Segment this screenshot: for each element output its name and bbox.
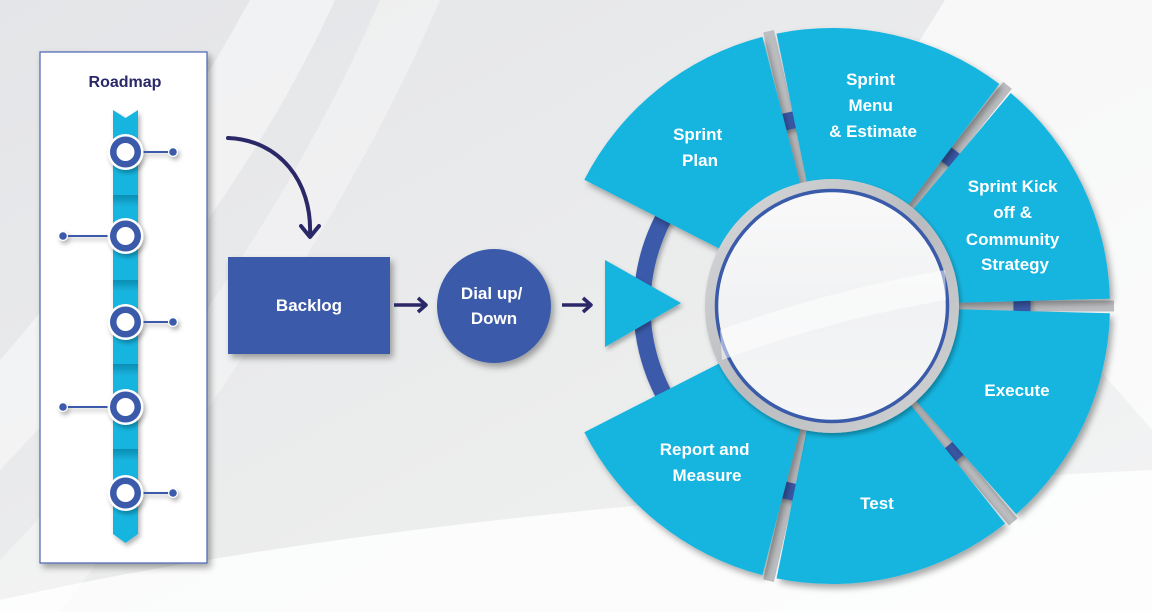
milestone-marker <box>107 475 178 511</box>
dial-label-line: Dial up/ <box>461 284 523 303</box>
dial-up-down-circle: Dial up/ Down <box>437 249 551 363</box>
ribbon-band <box>113 449 138 461</box>
dial-label-line: Down <box>471 309 517 328</box>
arrow-right-icon <box>394 296 428 314</box>
segment-shape <box>914 309 1110 515</box>
roadmap-title: Roadmap <box>89 74 162 91</box>
segment-label: Sprint Menu & Estimate <box>829 70 917 141</box>
segment-report-and-measure: Report and Measure <box>584 362 801 576</box>
segment-shape <box>911 93 1110 303</box>
milestone-marker <box>58 218 144 254</box>
milestone-dot-icon <box>59 232 67 240</box>
segment-sprint-menu-estimate: Sprint Menu & Estimate <box>776 28 1000 207</box>
milestone-dot-icon <box>169 318 177 326</box>
milestone-marker <box>58 389 144 425</box>
segment-execute: Execute <box>914 309 1110 515</box>
segment-label: Sprint Plan <box>673 125 727 170</box>
milestone-ring-icon <box>116 143 135 161</box>
milestone-marker <box>107 134 178 170</box>
curved-arrow-down-icon <box>226 136 321 239</box>
milestone-marker <box>107 304 178 340</box>
segment-label: Sprint Kick off & Community Strategy <box>966 177 1064 274</box>
segment-gap <box>763 29 811 193</box>
dial-label: Dial up/ Down <box>461 284 527 328</box>
milestone-ring-icon <box>116 484 135 502</box>
milestone-dot-icon <box>59 403 67 411</box>
roadmap-panel: Roadmap <box>39 51 208 564</box>
segment-label: Execute <box>984 381 1049 400</box>
ribbon-band <box>113 364 138 376</box>
milestone-ring-icon <box>116 227 135 245</box>
milestone-ring-icon <box>116 398 135 416</box>
segment-sprint-kickoff: Sprint Kick off & Community Strategy <box>911 93 1110 303</box>
cycle-segments: Sprint Plan Sprint Menu & Estimate Sprin… <box>584 28 1110 584</box>
hub-highlight <box>720 270 946 360</box>
segment-gap <box>901 81 1012 218</box>
arrow-right-icon <box>562 296 593 314</box>
ribbon-band <box>113 280 138 292</box>
backlog-box: Backlog <box>228 257 390 354</box>
segment-shape <box>584 362 801 576</box>
segment-label: Test <box>860 494 894 513</box>
cycle-entry-triangle-icon <box>605 260 681 347</box>
segment-label: Report and Measure <box>660 440 754 485</box>
segment-sprint-plan: Sprint Plan <box>584 36 801 250</box>
milestone-dot-icon <box>169 489 177 497</box>
sprint-cycle-wheel: Sprint Plan Sprint Menu & Estimate Sprin… <box>584 28 1114 584</box>
segment-test: Test <box>776 403 1006 584</box>
segment-gaps <box>763 29 1114 583</box>
milestone-dot-icon <box>169 148 177 156</box>
ribbon-band <box>113 195 138 207</box>
milestone-ring-icon <box>116 313 135 331</box>
segment-shape <box>776 403 1006 584</box>
backlog-label: Backlog <box>276 296 342 315</box>
segment-shape <box>776 28 1000 207</box>
segment-shape <box>584 36 801 250</box>
segment-gap <box>903 392 1018 526</box>
segment-gap <box>763 419 811 583</box>
